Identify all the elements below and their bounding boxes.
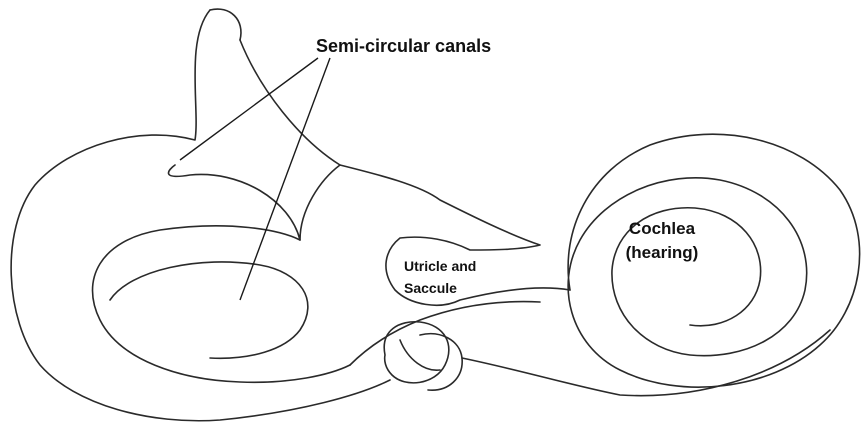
vestibule-lower xyxy=(350,302,540,365)
label-utricle-line1: Utricle and xyxy=(404,255,476,277)
label-semicircular-canals: Semi-circular canals xyxy=(316,36,491,57)
canals-top-arm xyxy=(210,9,241,40)
canals-outer-loop xyxy=(11,10,390,421)
leader-canals-2 xyxy=(240,58,330,300)
cochlea-duct xyxy=(462,330,830,396)
stapes-footplate xyxy=(420,334,462,390)
label-utricle-saccule: Utricle and Saccule xyxy=(404,255,476,299)
label-cochlea: Cochlea (hearing) xyxy=(604,217,720,265)
lower-loop-innermost xyxy=(110,262,308,358)
oval-window xyxy=(384,322,449,383)
label-cochlea-line1: Cochlea xyxy=(604,217,720,241)
label-utricle-line2: Saccule xyxy=(404,277,476,299)
label-cochlea-line2: (hearing) xyxy=(604,241,720,265)
stapes-inner xyxy=(400,340,440,370)
